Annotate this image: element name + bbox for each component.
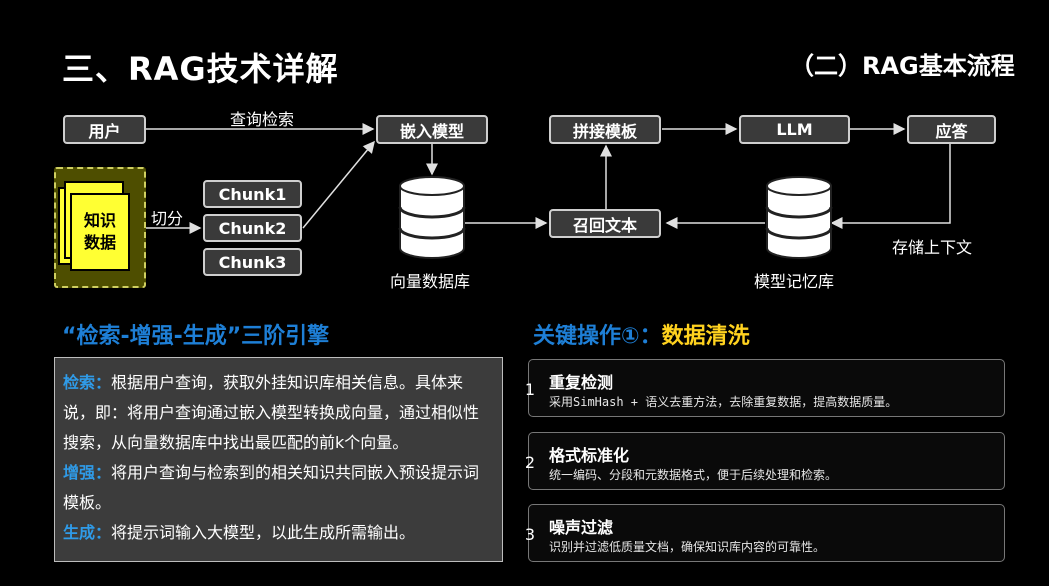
generate-paragraph: 生成：将提示词输入大模型，以此生成所需输出。	[63, 518, 494, 548]
augment-key: 增强：	[63, 463, 112, 482]
engine-section-title: “检索-增强-生成”三阶引擎	[62, 324, 330, 349]
engine-description-panel: 检索：根据用户查询，获取外挂知识库相关信息。具体来说，即：将用户查询通过嵌入模型…	[54, 357, 503, 562]
generate-key: 生成：	[63, 523, 112, 542]
card-description: 采用SimHash + 语义去重方法，去除重复数据，提高数据质量。	[549, 395, 898, 409]
augment-text: 将用户查询与检索到的相关知识共同嵌入预设提示词模板。	[63, 463, 480, 512]
chunk-node: Chunk1	[203, 180, 302, 208]
cleaning-section-title: 关键操作①：数据清洗	[533, 318, 750, 350]
chunk-node: Chunk2	[203, 214, 302, 242]
query-label: 查询检索	[230, 110, 295, 129]
page-title: 三、RAG技术详解	[62, 50, 339, 88]
answer-node: 应答	[907, 115, 996, 144]
cleaning-card: 3 噪声过滤 识别并过滤低质量文档，确保知识库内容的可靠性。	[525, 504, 1005, 562]
card-number: 3	[524, 525, 536, 544]
generate-text: 将提示词输入大模型，以此生成所需输出。	[111, 523, 416, 542]
card-title: 噪声过滤	[549, 518, 614, 537]
embed-model-node: 嵌入模型	[376, 115, 488, 144]
concat-template-node: 拼接模板	[549, 115, 661, 144]
llm-node: LLM	[739, 115, 850, 144]
user-node: 用户	[63, 115, 146, 144]
card-title: 重复检测	[549, 373, 614, 392]
recall-text-node: 召回文本	[549, 209, 661, 238]
card-number: 1	[524, 380, 536, 399]
card-number: 2	[524, 453, 536, 472]
cleaning-card: 1 重复检测 采用SimHash + 语义去重方法，去除重复数据，提高数据质量。	[525, 359, 1005, 417]
knowledge-data-label: 知识 数据	[70, 193, 130, 271]
cleaning-title-prefix: 关键操作①：	[533, 324, 662, 349]
vector-db-label: 向量数据库	[390, 272, 471, 291]
card-title: 格式标准化	[549, 446, 630, 465]
model-memory-label: 模型记忆库	[754, 272, 835, 291]
retrieve-key: 检索：	[63, 373, 112, 392]
card-description: 识别并过滤低质量文档，确保知识库内容的可靠性。	[549, 540, 826, 554]
page-subtitle: （二）RAG基本流程	[790, 52, 1015, 80]
cleaning-card: 2 格式标准化 统一编码、分段和元数据格式，便于后续处理和检索。	[525, 432, 1005, 490]
augment-paragraph: 增强：将用户查询与检索到的相关知识共同嵌入预设提示词模板。	[63, 458, 494, 518]
cleaning-title-highlight: 数据清洗	[661, 324, 750, 349]
model-memory-icon	[765, 176, 833, 259]
chunk-node: Chunk3	[203, 248, 302, 276]
store-context-label: 存储上下文	[892, 238, 973, 257]
card-description: 统一编码、分段和元数据格式，便于后续处理和检索。	[549, 468, 838, 482]
retrieve-text: 根据用户查询，获取外挂知识库相关信息。具体来说，即：将用户查询通过嵌入模型转换成…	[63, 373, 480, 452]
retrieve-paragraph: 检索：根据用户查询，获取外挂知识库相关信息。具体来说，即：将用户查询通过嵌入模型…	[63, 368, 494, 458]
vector-database-icon	[398, 176, 466, 259]
split-label: 切分	[151, 209, 184, 228]
